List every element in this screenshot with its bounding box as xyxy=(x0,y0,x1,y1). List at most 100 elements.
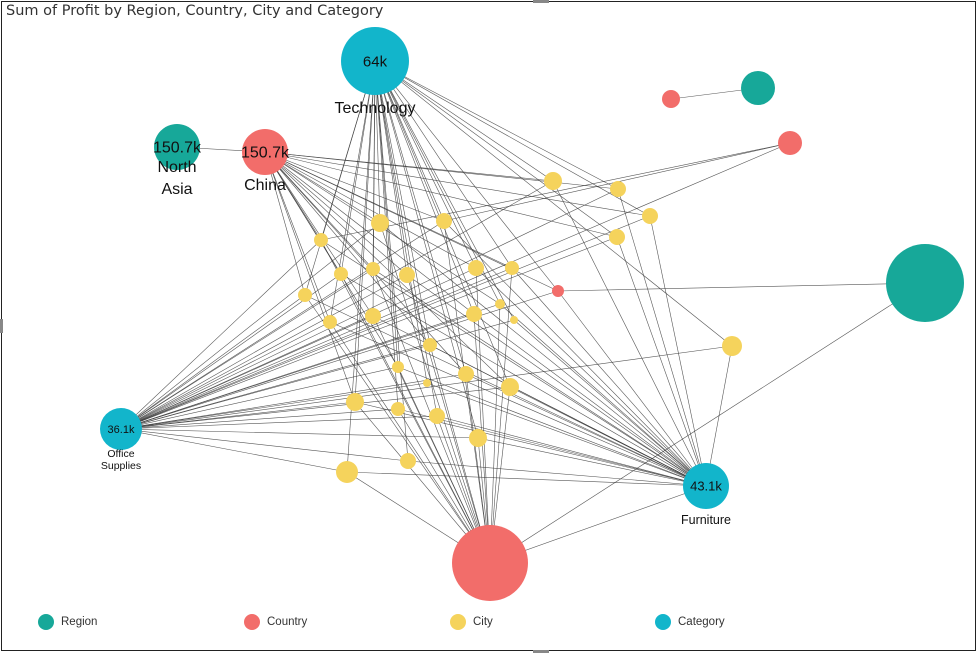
city-node-circle[interactable] xyxy=(323,315,337,329)
node-c19[interactable] xyxy=(392,361,404,373)
city-node-circle[interactable] xyxy=(399,267,415,283)
node-c4[interactable] xyxy=(609,229,625,245)
city-node-circle[interactable] xyxy=(314,233,328,247)
node-name-label: Technology xyxy=(335,100,416,117)
city-node-circle[interactable] xyxy=(429,408,445,424)
city-node-circle[interactable] xyxy=(365,308,381,324)
node-c30[interactable] xyxy=(510,316,518,324)
node-country-top[interactable] xyxy=(662,90,680,108)
node-c17[interactable] xyxy=(495,299,505,309)
city-node-circle[interactable] xyxy=(510,316,518,324)
node-c8[interactable] xyxy=(334,267,348,281)
legend-item-region[interactable]: Region xyxy=(38,614,97,630)
country-node-circle[interactable] xyxy=(242,129,288,175)
legend-item-city[interactable]: City xyxy=(450,614,493,630)
city-node-circle[interactable] xyxy=(336,461,358,483)
node-c2[interactable] xyxy=(610,181,626,197)
city-node-circle[interactable] xyxy=(466,306,482,322)
edge-city-technology xyxy=(374,60,515,321)
category-node-circle[interactable] xyxy=(341,27,409,95)
edge-city-office-supplies xyxy=(120,220,445,430)
city-node-circle[interactable] xyxy=(468,260,484,276)
node-c22[interactable] xyxy=(346,393,364,411)
edge-city-technology xyxy=(374,60,554,182)
node-c9[interactable] xyxy=(366,262,380,276)
country-node-circle[interactable] xyxy=(452,525,528,601)
region-node-circle[interactable] xyxy=(154,124,200,170)
node-c16[interactable] xyxy=(466,306,482,322)
city-node-circle[interactable] xyxy=(642,208,658,224)
node-c26[interactable] xyxy=(336,461,358,483)
node-c13[interactable] xyxy=(298,288,312,302)
city-node-circle[interactable] xyxy=(610,181,626,197)
node-c23[interactable] xyxy=(391,402,405,416)
resize-handle-bottom[interactable] xyxy=(533,650,549,653)
node-c20[interactable] xyxy=(458,366,474,382)
node-c29[interactable] xyxy=(423,379,431,387)
city-node-circle[interactable] xyxy=(346,393,364,411)
resize-handle-top[interactable] xyxy=(533,0,549,3)
node-country-bottom[interactable] xyxy=(452,525,528,601)
node-c21[interactable] xyxy=(501,378,519,396)
country-node-circle[interactable] xyxy=(778,131,802,155)
city-node-circle[interactable] xyxy=(423,338,437,352)
edge-city-office-supplies xyxy=(120,321,331,430)
legend-item-category[interactable]: Category xyxy=(655,614,725,630)
node-country-mid[interactable] xyxy=(552,285,564,297)
node-c25[interactable] xyxy=(469,429,487,447)
category-node-circle[interactable] xyxy=(683,463,729,509)
legend-item-country[interactable]: Country xyxy=(244,614,307,630)
city-node-circle[interactable] xyxy=(501,378,519,396)
node-c5[interactable] xyxy=(371,214,389,232)
city-node-circle[interactable] xyxy=(371,214,389,232)
category-node-circle[interactable] xyxy=(100,408,142,450)
city-node-circle[interactable] xyxy=(436,213,452,229)
node-c15[interactable] xyxy=(365,308,381,324)
city-node-circle[interactable] xyxy=(298,288,312,302)
city-node-circle[interactable] xyxy=(495,299,505,309)
node-c3[interactable] xyxy=(642,208,658,224)
resize-handle-left[interactable] xyxy=(0,319,3,333)
city-node-circle[interactable] xyxy=(458,366,474,382)
city-node-circle[interactable] xyxy=(609,229,625,245)
city-node-circle[interactable] xyxy=(722,336,742,356)
city-node-circle[interactable] xyxy=(544,172,562,190)
city-node-circle[interactable] xyxy=(334,267,348,281)
country-node-circle[interactable] xyxy=(552,285,564,297)
node-c27[interactable] xyxy=(400,453,416,469)
node-country-right[interactable] xyxy=(778,131,802,155)
node-region-right-large[interactable] xyxy=(886,244,964,322)
city-node-circle[interactable] xyxy=(505,261,519,275)
city-node-circle[interactable] xyxy=(391,402,405,416)
edge-city-furniture xyxy=(649,215,707,487)
node-c10[interactable] xyxy=(399,267,415,283)
edge-city-country xyxy=(340,273,491,564)
city-node-circle[interactable] xyxy=(366,262,380,276)
edge-city-office-supplies xyxy=(120,303,501,430)
country-node-circle[interactable] xyxy=(662,90,680,108)
city-node-circle[interactable] xyxy=(400,453,416,469)
city-node-circle[interactable] xyxy=(423,379,431,387)
region-node-circle[interactable] xyxy=(741,71,775,105)
node-c28[interactable] xyxy=(722,336,742,356)
region-node-circle[interactable] xyxy=(886,244,964,322)
node-c18[interactable] xyxy=(423,338,437,352)
node-c14[interactable] xyxy=(323,315,337,329)
city-node-circle[interactable] xyxy=(469,429,487,447)
city-node-circle[interactable] xyxy=(392,361,404,373)
node-c1[interactable] xyxy=(544,172,562,190)
edge-city-china xyxy=(264,151,477,269)
node-c11[interactable] xyxy=(468,260,484,276)
node-region-right-small[interactable] xyxy=(741,71,775,105)
edge-city-office-supplies xyxy=(120,294,306,430)
node-c6[interactable] xyxy=(436,213,452,229)
node-c24[interactable] xyxy=(429,408,445,424)
edge-technology-country xyxy=(374,60,559,292)
node-c7[interactable] xyxy=(314,233,328,247)
node-c12[interactable] xyxy=(505,261,519,275)
